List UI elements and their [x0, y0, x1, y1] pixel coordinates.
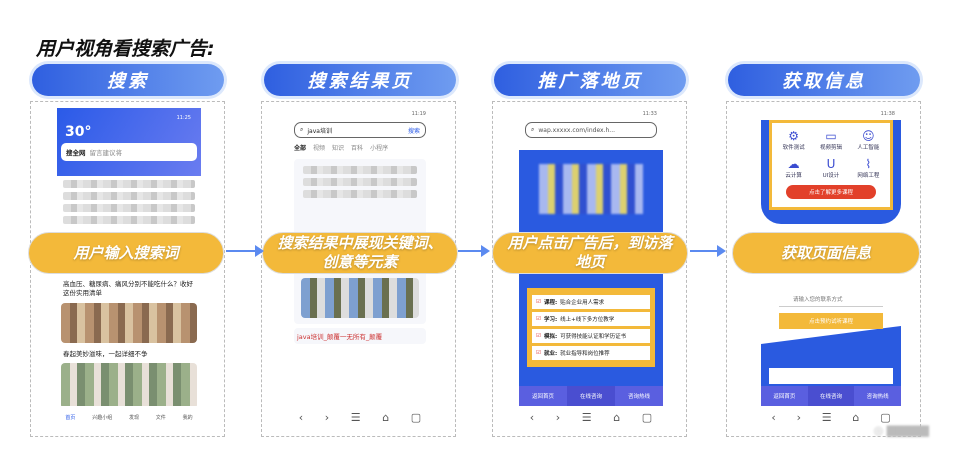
arrow-right-icon	[690, 245, 726, 257]
contact-input[interactable]: 请输入您的联系方式	[779, 292, 883, 307]
panel-search: 11:25 30° 搜全网 留言建议将 高血压、糖尿病、痛风分别不能吃什么？收好…	[30, 101, 225, 437]
tab-wiki[interactable]: 百科	[351, 145, 364, 152]
feature-item: ☑就业:就业指导和岗位推荐	[532, 346, 650, 360]
phone-search-screenshot: 11:25 30° 搜全网 留言建议将 高血压、糖尿病、痛风分别不能吃什么？收好…	[57, 108, 201, 428]
tab-video[interactable]: 视频	[313, 145, 326, 152]
hotline-button[interactable]: 咨询热线	[866, 394, 889, 400]
feed-item[interactable]: 高血压、糖尿病、痛风分别不能吃什么？收好这份实用清单	[63, 280, 193, 297]
ad-result-title[interactable]: java培训_颠覆一无所有_颠覆	[297, 333, 383, 341]
page-title: 用户视角看搜索广告:	[36, 38, 215, 60]
course-item[interactable]: ▭视频剪辑	[819, 129, 842, 151]
back-home-button[interactable]: 返回首页	[773, 394, 796, 400]
nav-home[interactable]: 首页	[65, 414, 76, 421]
tab-knowledge[interactable]: 知识	[332, 145, 345, 152]
back-icon[interactable]: ‹	[529, 410, 535, 424]
tabs-icon[interactable]: ▢	[410, 410, 422, 424]
search-brand: 搜全网	[66, 149, 86, 157]
step-header-landing: 推广落地页	[494, 64, 686, 96]
book-trial-button[interactable]: 点击预约试听课程	[779, 313, 883, 329]
arrow-right-icon	[458, 245, 490, 257]
tabs-icon[interactable]: ▢	[880, 410, 891, 424]
step-header-search: 搜索	[32, 64, 224, 96]
query-input[interactable]: java培训	[307, 127, 332, 135]
home-icon[interactable]: ⌂	[852, 410, 860, 424]
tab-miniprogram[interactable]: 小程序	[370, 145, 389, 152]
step-header-info: 获取信息	[728, 64, 920, 96]
search-icon: ⌕	[300, 126, 304, 133]
course-item[interactable]: ⌇网络工程	[857, 157, 880, 179]
course-item[interactable]: ⚙软件测试	[782, 129, 805, 151]
back-home-button[interactable]: 返回首页	[531, 394, 554, 400]
home-icon[interactable]: ⌂	[382, 410, 390, 424]
feed-item[interactable]: 春起美妙滋味，一起详细不争	[63, 350, 148, 358]
menu-icon[interactable]: ☰	[821, 410, 832, 424]
course-item[interactable]: ☁云计算	[785, 157, 802, 179]
forward-icon[interactable]: ›	[796, 410, 801, 424]
course-item[interactable]: ☺人工智能	[857, 129, 880, 151]
tabs-icon[interactable]: ▢	[641, 410, 653, 424]
caption-landing: 用户点击广告后，到访落地页	[492, 232, 688, 274]
tab-all[interactable]: 全部	[294, 145, 307, 152]
hotline-button[interactable]: 咨询热线	[627, 394, 650, 400]
forward-icon[interactable]: ›	[324, 410, 330, 424]
nav-groups[interactable]: 兴趣小组	[92, 414, 113, 421]
nav-files[interactable]: 文件	[155, 414, 166, 421]
feature-item: ☑课程:贴合企业用人需求	[532, 295, 650, 309]
arrow-right-icon	[226, 245, 264, 257]
search-button[interactable]: 搜索	[407, 127, 420, 135]
nav-discover[interactable]: 发现	[128, 414, 139, 421]
nav-me[interactable]: 我的	[182, 414, 193, 421]
search-input[interactable]: 留言建议将	[89, 149, 123, 157]
url-field[interactable]: wap.xxxxx.com/index.h...	[538, 126, 616, 134]
feature-item: ☑模拟:可获得技能认证和学历证书	[532, 329, 650, 343]
menu-icon[interactable]: ☰	[581, 410, 592, 424]
menu-icon[interactable]: ☰	[350, 410, 361, 424]
feature-item: ☑学习:线上+线下多方位教学	[532, 312, 650, 326]
online-consult-button[interactable]: 在线咨询	[567, 386, 615, 406]
online-consult-button[interactable]: 在线咨询	[807, 386, 855, 406]
back-icon[interactable]: ‹	[771, 410, 776, 424]
search-icon: ⌕	[531, 126, 535, 133]
more-courses-button[interactable]: 点击了解更多课程	[786, 185, 876, 199]
home-icon[interactable]: ⌂	[613, 410, 621, 424]
step-header-results: 搜索结果页	[264, 64, 456, 96]
weather-temp: 30°	[65, 124, 92, 140]
back-icon[interactable]: ‹	[298, 410, 304, 424]
forward-icon[interactable]: ›	[555, 410, 561, 424]
watermark: ◎ ▇▇▇▇▇	[873, 424, 929, 437]
caption-results: 搜索结果中展现关键词、创意等元素	[262, 232, 458, 274]
caption-info: 获取页面信息	[732, 232, 920, 274]
caption-search: 用户输入搜索词	[28, 232, 224, 274]
